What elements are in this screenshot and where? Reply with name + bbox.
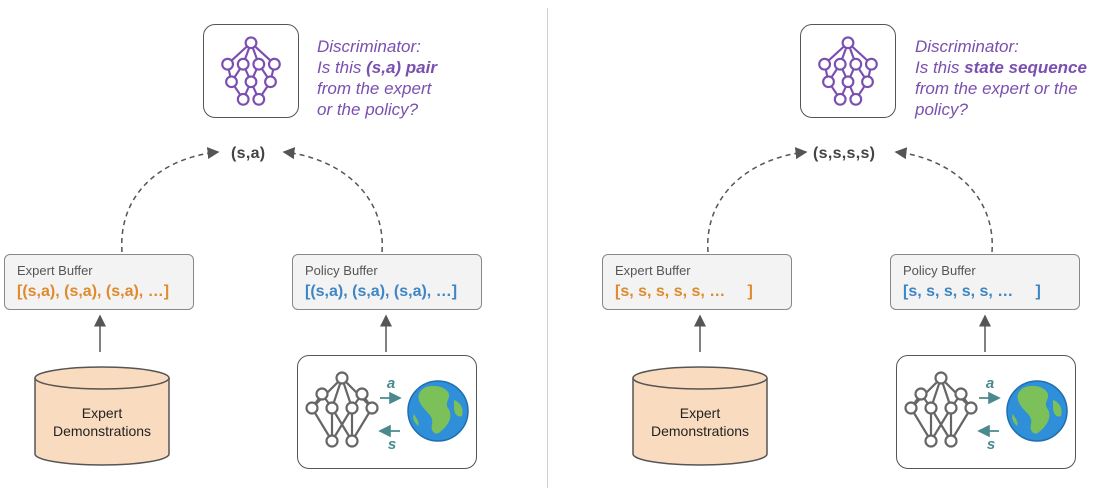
demos-label-line1: Expert [679,405,721,421]
expert-to-sequence-dashed-arrow [707,147,808,253]
question-line-3: from the expert or the [915,79,1078,98]
neural-network-icon [904,371,978,448]
question-line-3: from the expert [317,79,432,98]
question-line-4: or the policy? [317,100,419,119]
question-emphasis: (s,a) pair [366,58,437,77]
discriminator-question-line: Is this (s,a) pair [317,57,437,78]
policy-buffer-title: Policy Buffer [305,263,378,278]
policy-buffer-content: [(s,a), (s,a), (s,a), …] [305,283,458,300]
database-cylinder-icon [34,366,170,466]
policy-environment-box: a s [297,355,477,469]
action-label: a [986,375,994,392]
state-sequence-label: (s,s,s,s) [813,145,876,162]
globe-icon [1006,380,1068,442]
expert-buffer-title: Expert Buffer [615,263,691,278]
policy-buffer-title: Policy Buffer [903,263,976,278]
demos-label-line2: Demonstrations [52,423,152,439]
question-prefix: Is this [915,58,965,77]
expert-buffer-content: [s, s, s, s, s, … ] [615,283,753,300]
left-connectors [94,147,392,352]
state-action-pair-label: (s,a) [231,145,266,162]
policy-buffer: Policy Buffer [(s,a), (s,a), (s,a), …] [292,254,482,310]
discriminator-question: Discriminator: Is this (s,a) pair from t… [317,36,437,120]
state-label: s [388,436,396,453]
panel-divider [547,8,548,488]
discriminator-network-box [203,24,299,118]
right-connectors [694,147,993,352]
action-label: a [387,375,395,392]
neural-network-icon [305,371,379,448]
demos-label-line2: Demonstrations [650,423,750,439]
expert-buffer: Expert Buffer [s, s, s, s, s, … ] [602,254,792,310]
policy-to-pair-dashed-arrow [282,147,383,253]
demos-label-line1: Expert [81,405,123,421]
question-line-4: policy? [915,100,968,119]
policy-environment-box: a s [896,355,1076,469]
state-label: s [987,436,995,453]
policy-buffer-content: [s, s, s, s, s, … ] [903,283,1041,300]
expert-demonstrations-database: Expert Demonstrations [34,366,170,466]
expert-demonstrations-database: Expert Demonstrations [632,366,768,466]
discriminator-question-line: Is this state sequence [915,57,1087,78]
expert-buffer-title: Expert Buffer [17,263,93,278]
question-prefix: Is this [317,58,367,77]
expert-buffer-content: [(s,a), (s,a), (s,a), …] [17,283,170,300]
discriminator-network-box [800,24,896,118]
discriminator-title: Discriminator: [915,37,1019,56]
discriminator-question: Discriminator: Is this state sequence fr… [915,36,1087,120]
database-cylinder-icon [632,366,768,466]
expert-to-pair-dashed-arrow [121,147,220,253]
expert-buffer: Expert Buffer [(s,a), (s,a), (s,a), …] [4,254,194,310]
discriminator-title: Discriminator: [317,37,421,56]
neural-network-icon [221,36,281,106]
policy-to-sequence-dashed-arrow [894,147,993,253]
right-panel: Discriminator: Is this state sequence fr… [560,0,1108,496]
left-panel: Discriminator: Is this (s,a) pair from t… [0,0,548,496]
question-emphasis: state sequence [964,58,1087,77]
policy-buffer: Policy Buffer [s, s, s, s, s, … ] [890,254,1080,310]
globe-icon [407,380,469,442]
neural-network-icon [818,36,878,106]
